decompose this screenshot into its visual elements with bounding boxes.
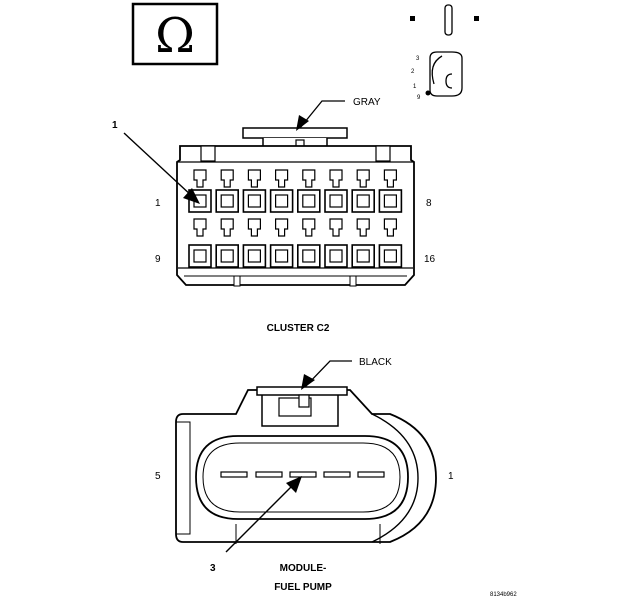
legend-pin-9: 9 — [417, 95, 421, 101]
pin-cavity — [351, 169, 376, 213]
legend-pin-1: 1 — [413, 84, 417, 90]
ohm-symbol: Ω — [155, 8, 195, 64]
pin-cavity — [296, 169, 321, 213]
ohmmeter-icon: Ω — [131, 2, 219, 66]
callout-3-number: 3 — [210, 563, 216, 574]
fuel-pump-connector — [175, 386, 437, 544]
pin-cavity — [351, 218, 376, 268]
figure-id: 8134b962 — [490, 592, 517, 598]
pin-cavity — [324, 218, 348, 268]
callout-1-number: 1 — [112, 120, 118, 131]
pin-cavity — [188, 169, 212, 213]
pin-cavity — [242, 169, 267, 213]
pin-label-5: 5 — [155, 471, 161, 482]
gray-color-callout: GRAY — [296, 97, 381, 131]
legend-pin-2: 2 — [411, 69, 415, 75]
pin-cavities — [188, 169, 403, 268]
pin-cavity — [242, 218, 267, 268]
pin-cavity — [269, 169, 294, 213]
callout-1: 1 — [112, 120, 200, 204]
fuel-pump-title-line2: FUEL PUMP — [274, 582, 332, 593]
pin-label-9: 9 — [155, 254, 161, 265]
pin-cavity — [215, 218, 239, 268]
pin-cavity — [269, 218, 294, 268]
callout-3: 3 — [210, 476, 302, 574]
cluster-c2-connector — [176, 127, 415, 287]
pin-label-16: 16 — [424, 254, 436, 265]
pin-label-8: 8 — [426, 198, 432, 209]
pin-label-1: 1 — [155, 198, 161, 209]
cluster-title: CLUSTER C2 — [267, 323, 330, 334]
legend-pin-3: 3 — [416, 56, 420, 62]
pin-cavity — [378, 169, 403, 213]
fuel-pump-color-label: BLACK — [359, 357, 392, 368]
pin-cavity — [215, 169, 239, 213]
black-color-callout: BLACK — [301, 357, 392, 390]
pin-cavity — [296, 218, 321, 268]
pin-cavity — [324, 169, 348, 213]
cluster-color-label: GRAY — [353, 97, 381, 108]
pin-cavity — [188, 218, 212, 268]
fuel-pump-title-line1: MODULE- — [280, 563, 327, 574]
pin-cavity — [378, 218, 403, 268]
pin-probe-legend-icon: 3 2 1 9 — [410, 4, 479, 101]
pin-label-fp-1: 1 — [448, 471, 454, 482]
